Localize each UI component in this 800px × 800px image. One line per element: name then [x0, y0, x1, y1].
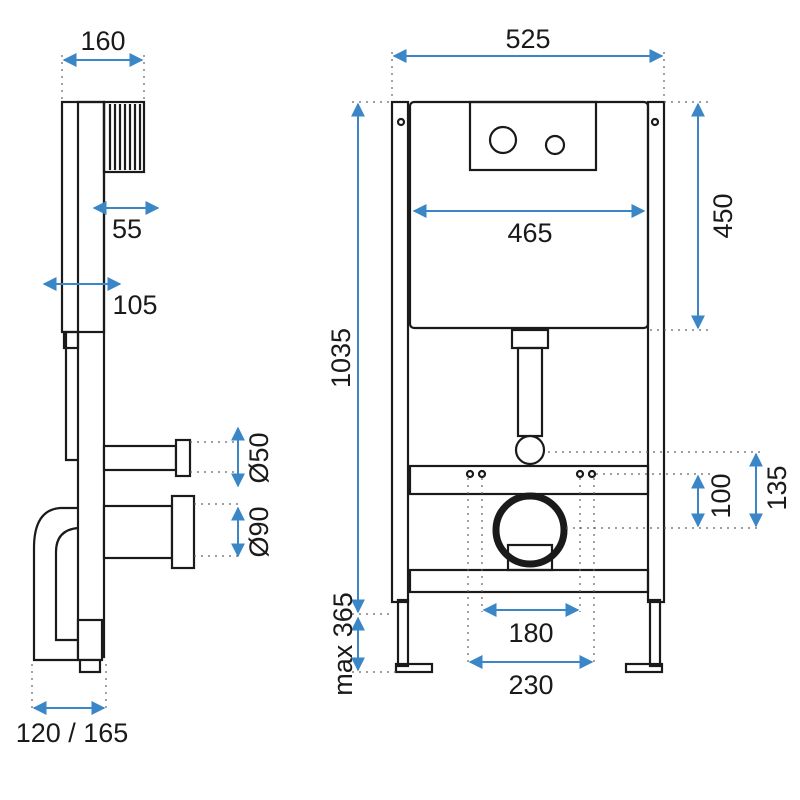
dim-side-55: 55 — [112, 214, 142, 244]
dim-side-d50: Ø50 — [244, 432, 274, 483]
side-waste-bend — [32, 506, 78, 662]
dim-front-525: 525 — [505, 24, 550, 54]
dim-front-180: 180 — [508, 618, 553, 648]
dim-front-230: 230 — [508, 670, 553, 700]
dim-front-135: 135 — [762, 465, 792, 510]
side-flush-plate — [102, 100, 146, 174]
side-connector-50-flange — [174, 438, 192, 478]
flush-button-small — [544, 134, 566, 156]
side-flush-pipe — [64, 332, 78, 462]
side-pipe-joint — [62, 330, 80, 350]
front-leg-right — [648, 598, 662, 668]
side-connector-50 — [102, 444, 178, 472]
front-view: 525 465 1035 450 135 100 max 365 180 — [326, 24, 792, 700]
front-connector-50 — [514, 434, 546, 466]
front-crossbar-lower — [408, 568, 650, 594]
front-connector-90 — [492, 492, 568, 568]
front-leg-left — [396, 598, 410, 668]
side-connector-90 — [102, 504, 174, 560]
front-foot-right — [624, 662, 664, 674]
side-leg — [76, 618, 104, 662]
front-upright-left — [390, 100, 410, 604]
dim-side-160: 160 — [80, 26, 125, 56]
front-flush-pipe — [516, 346, 544, 438]
dim-side-d90: Ø90 — [244, 506, 274, 557]
dim-side-120-165: 120 / 165 — [16, 718, 129, 748]
side-connector-90-flange — [170, 494, 196, 570]
dim-front-100: 100 — [706, 473, 736, 518]
side-foot — [78, 658, 102, 674]
front-crossbar-upper — [408, 464, 650, 496]
front-pipe-joint — [510, 328, 550, 350]
dim-front-450: 450 — [708, 193, 738, 238]
flush-plate-ribs — [108, 104, 142, 170]
side-view: 160 55 105 Ø50 Ø90 120 / 165 — [16, 26, 274, 748]
dim-front-max365: max 365 — [328, 592, 358, 696]
side-waste-bend-inner — [54, 526, 79, 642]
side-frame-profile — [76, 100, 106, 659]
front-cistern — [408, 100, 650, 330]
front-upright-right — [646, 100, 666, 604]
side-cistern — [60, 100, 106, 334]
dim-side-105: 105 — [112, 290, 157, 320]
front-foot-left — [394, 662, 434, 674]
front-flush-plate — [468, 100, 598, 172]
flush-button-large — [488, 125, 518, 155]
dim-front-1035: 1035 — [326, 328, 356, 388]
dim-front-465: 465 — [507, 218, 552, 248]
